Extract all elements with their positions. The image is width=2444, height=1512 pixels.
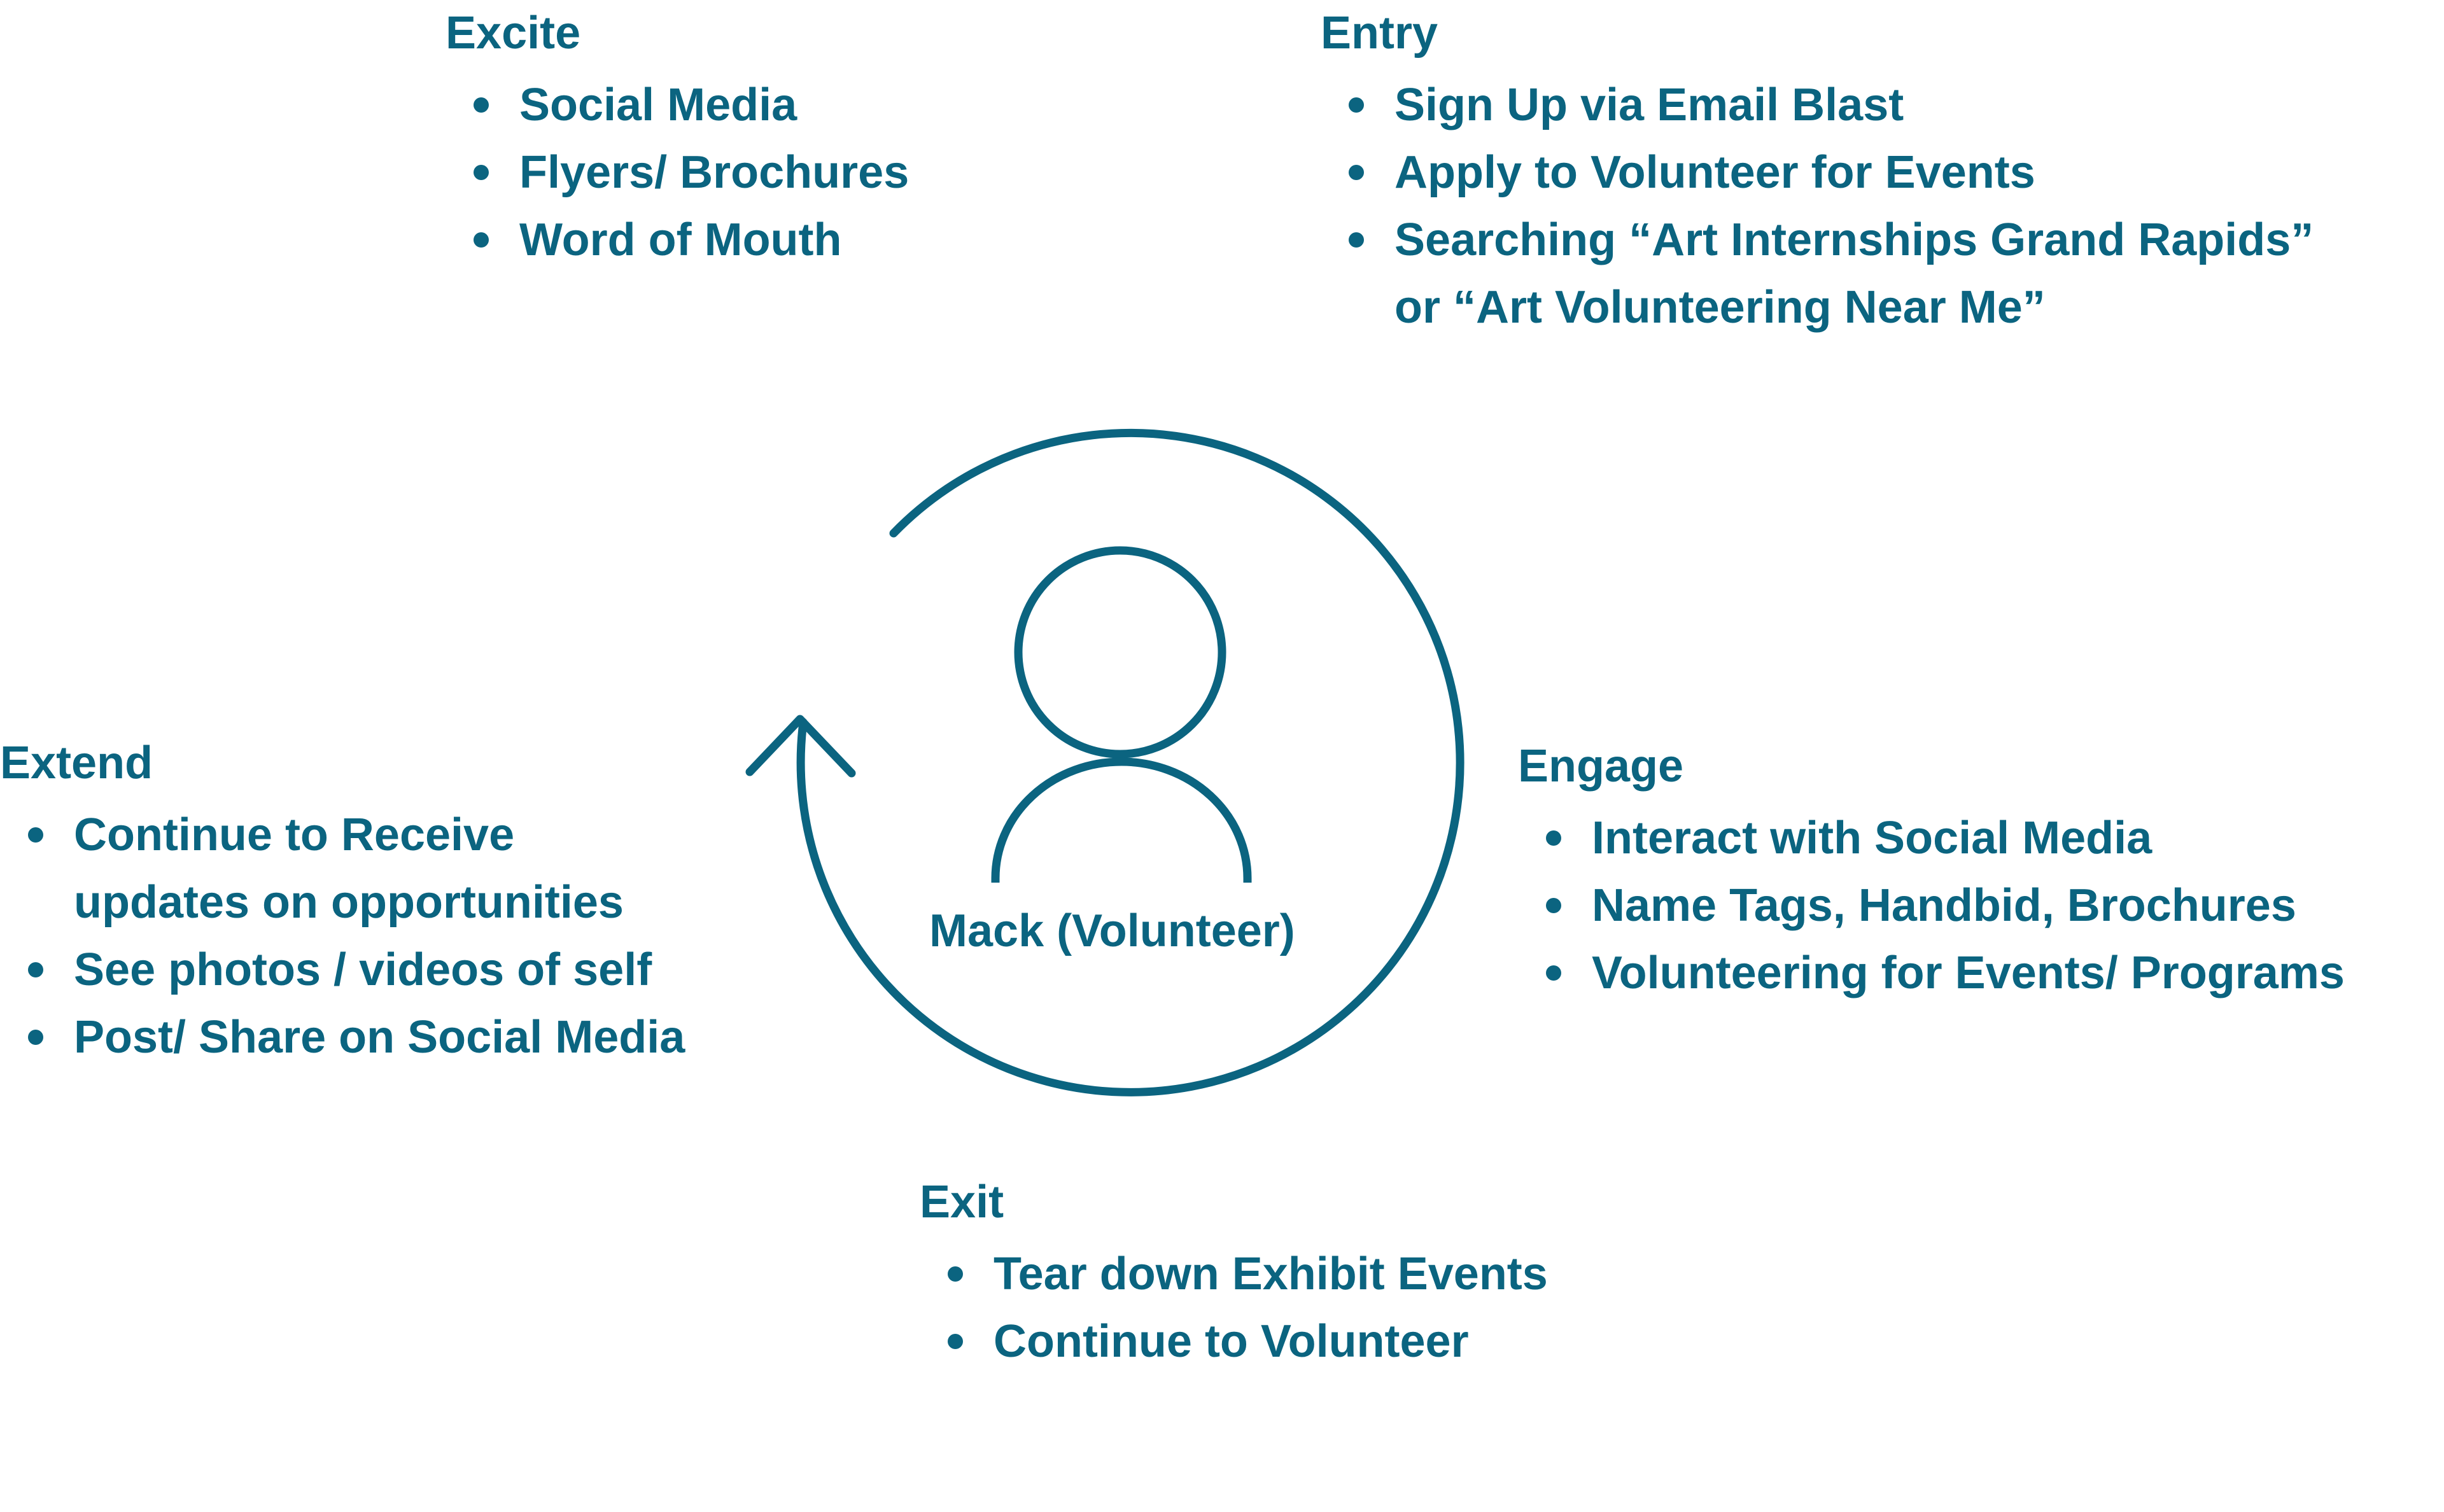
bullet-dot — [1349, 232, 1364, 248]
person-shoulders — [991, 757, 1252, 883]
section-title-entry: Entry — [1321, 8, 1438, 59]
bullet-dot — [1349, 165, 1364, 180]
list-item-text: Apply to Volunteer for Events — [1394, 147, 2035, 198]
list-item: Interact with Social Media — [1518, 804, 2345, 872]
section-entry: Entry Sign Up via Email Blast Apply to V… — [1321, 5, 2314, 341]
list-item: See photos / videos of self — [0, 936, 685, 1004]
list-item: Apply to Volunteer for Events — [1321, 139, 2314, 206]
section-exit: Exit Tear down Exhibit Events Continue t… — [920, 1174, 1548, 1375]
list-item: Tear down Exhibit Events — [920, 1240, 1548, 1308]
bullet-dot — [28, 962, 43, 977]
persona-name: Mack (Volunteer) — [929, 906, 1295, 956]
entry-list: Sign Up via Email Blast Apply to Volunte… — [1321, 71, 2314, 341]
list-item-text: Continue to Receive updates on opportuni… — [74, 809, 624, 928]
engage-list: Interact with Social Media Name Tags, Ha… — [1518, 804, 2345, 1007]
list-item-text: Sign Up via Email Blast — [1394, 80, 1904, 130]
bullet-dot — [1546, 965, 1561, 981]
bullet-dot — [474, 232, 489, 248]
list-item: Volunteering for Events/ Programs — [1518, 939, 2345, 1007]
list-item-text: Flyers/ Brochures — [519, 147, 909, 198]
excite-list: Social Media Flyers/ Brochures Word of M… — [446, 71, 909, 274]
section-title-exit: Exit — [920, 1177, 1004, 1228]
section-title-excite: Excite — [446, 8, 581, 59]
list-item: Word of Mouth — [446, 206, 909, 274]
list-item: Flyers/ Brochures — [446, 139, 909, 206]
cycle-arrowhead — [745, 715, 856, 778]
list-item: Name Tags, Handbid, Brochures — [1518, 872, 2345, 939]
exit-list: Tear down Exhibit Events Continue to Vol… — [920, 1240, 1548, 1375]
list-item-text: Post/ Share on Social Media — [74, 1012, 685, 1063]
bullet-dot — [1546, 898, 1561, 913]
person-head — [1014, 546, 1226, 759]
list-item: Continue to Receive updates on opportuni… — [0, 801, 685, 936]
list-item: Post/ Share on Social Media — [0, 1004, 685, 1071]
list-item-text: Tear down Exhibit Events — [994, 1249, 1548, 1299]
list-item-text: Volunteering for Events/ Programs — [1592, 948, 2345, 998]
section-title-engage: Engage — [1518, 741, 1684, 792]
list-item: Continue to Volunteer — [920, 1308, 1548, 1375]
extend-list: Continue to Receive updates on opportuni… — [0, 801, 685, 1071]
section-excite: Excite Social Media Flyers/ Brochures Wo… — [446, 5, 909, 274]
bullet-dot — [948, 1266, 963, 1282]
list-item-text: Searching “Art Internships Grand Rapids”… — [1394, 214, 2314, 333]
list-item: Social Media — [446, 71, 909, 139]
list-item: Searching “Art Internships Grand Rapids”… — [1321, 206, 2314, 341]
list-item: Sign Up via Email Blast — [1321, 71, 2314, 139]
bullet-dot — [1349, 97, 1364, 113]
list-item-text: See photos / videos of self — [74, 944, 652, 995]
bullet-dot — [474, 97, 489, 113]
section-extend: Extend Continue to Receive updates on op… — [0, 735, 685, 1071]
bullet-dot — [28, 827, 43, 843]
bullet-dot — [474, 165, 489, 180]
person-icon — [991, 546, 1252, 883]
section-engage: Engage Interact with Social Media Name T… — [1518, 738, 2345, 1007]
bullet-dot — [1546, 830, 1561, 846]
list-item-text: Word of Mouth — [519, 214, 842, 265]
bullet-dot — [948, 1334, 963, 1349]
cycle-arc — [796, 428, 1464, 1096]
list-item-text: Name Tags, Handbid, Brochures — [1592, 880, 2296, 931]
list-item-text: Interact with Social Media — [1592, 813, 2153, 864]
cycle-arrow-icon — [745, 428, 1464, 1096]
section-title-extend: Extend — [0, 738, 153, 788]
list-item-text: Social Media — [519, 80, 797, 130]
bullet-dot — [28, 1030, 43, 1045]
list-item-text: Continue to Volunteer — [994, 1316, 1469, 1367]
